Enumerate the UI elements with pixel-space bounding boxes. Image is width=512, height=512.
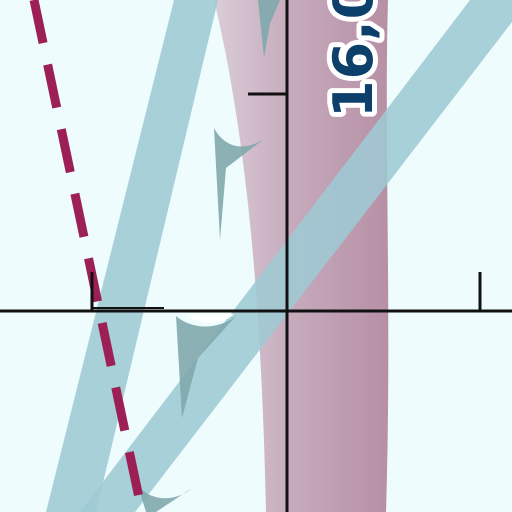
dashed-boundary-line (29, 0, 147, 512)
direction-arrow-icon (176, 316, 236, 418)
route-label-group: 16,0 16,0 (317, 0, 390, 123)
direction-arrow-icon (138, 486, 192, 512)
route-label-halo: 16,0 (322, 0, 385, 118)
road-band-left (46, 0, 218, 512)
route-label: 16,0 (322, 0, 385, 118)
direction-arrow-icon (214, 128, 268, 240)
direction-arrow-icon (258, 0, 280, 58)
road-gap (186, 314, 234, 323)
